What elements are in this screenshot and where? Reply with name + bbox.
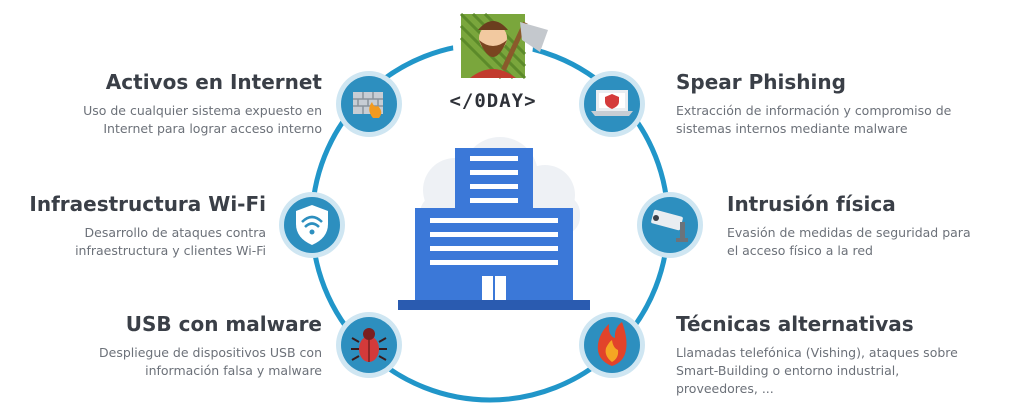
item-description: Llamadas telefónica (Vishing), ataques s… [676, 345, 958, 396]
flame-icon [597, 322, 627, 366]
item-title: Técnicas alternativas [676, 312, 914, 336]
node-spear-phishing [579, 71, 645, 137]
bug-icon [351, 328, 387, 362]
node-usb-malware [336, 312, 402, 378]
item-title: Infraestructura Wi-Fi [29, 192, 266, 216]
item-description: Extracción de información y compromiso d… [676, 103, 952, 136]
item-usb-malware: USB con malware Despliegue de dispositiv… [60, 312, 322, 380]
security-camera-icon [651, 209, 688, 242]
item-title: Activos en Internet [105, 70, 322, 94]
node-activos-internet [336, 71, 402, 137]
item-description: Despliegue de dispositivos USB con infor… [99, 345, 322, 378]
item-title: USB con malware [125, 312, 322, 336]
lumberjack-avatar-icon [453, 5, 548, 85]
item-description: Uso de cualquier sistema expuesto en Int… [83, 103, 322, 136]
item-infraestructura-wifi: Infraestructura Wi-Fi Desarrollo de ataq… [20, 192, 266, 260]
item-spear-phishing: Spear Phishing Extracción de información… [676, 70, 976, 138]
laptop-shield-icon [591, 90, 633, 116]
node-wifi [279, 192, 345, 258]
item-title: Spear Phishing [676, 70, 846, 94]
item-intrusion-fisica: Intrusión física Evasión de medidas de s… [727, 192, 977, 260]
item-description: Evasión de medidas de seguridad para el … [727, 225, 971, 258]
shield-wifi-icon [296, 205, 328, 245]
node-tecnicas-alternativas [579, 312, 645, 378]
item-description: Desarrollo de ataques contra infraestruc… [75, 225, 266, 258]
brick-wall-fire-icon [353, 92, 383, 118]
node-intrusion-fisica [637, 192, 703, 258]
item-activos-internet: Activos en Internet Uso de cualquier sis… [40, 70, 322, 138]
item-tecnicas-alternativas: Técnicas alternativas Llamadas telefónic… [676, 312, 976, 398]
item-title: Intrusión física [727, 192, 896, 216]
office-building-icon [398, 148, 590, 310]
zeroday-logo: </0DAY> [449, 90, 537, 112]
